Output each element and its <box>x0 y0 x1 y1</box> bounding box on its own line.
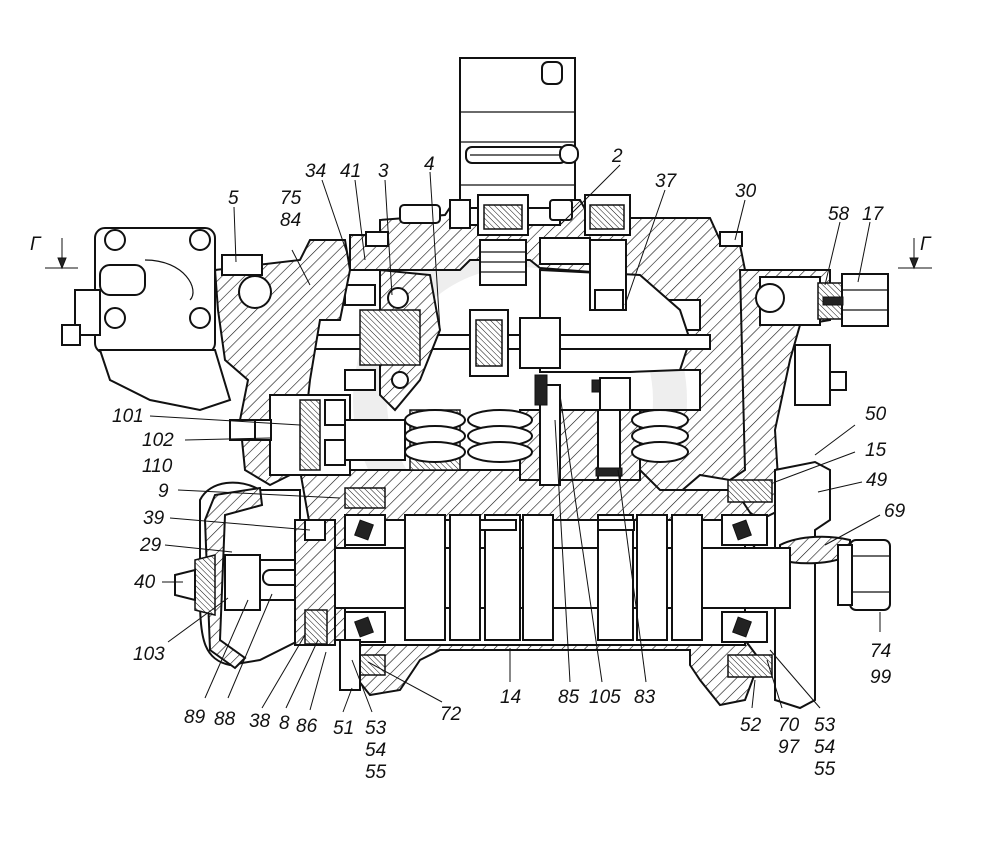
callout-3: 3 <box>378 161 389 182</box>
callout-83: 83 <box>634 687 656 708</box>
callout-86: 86 <box>296 716 318 737</box>
callout-2: 2 <box>611 146 623 167</box>
callout-50: 50 <box>865 404 887 425</box>
callout-17: 17 <box>862 204 885 225</box>
callout-14: 14 <box>500 687 521 708</box>
callout-58: 58 <box>828 204 850 225</box>
spring-2 <box>467 409 533 463</box>
section-marker-left: Г <box>30 234 78 270</box>
left-cover <box>61 227 263 412</box>
callout-15: 15 <box>865 440 887 461</box>
callout-53-54-55-right: 53 54 55 <box>814 715 840 780</box>
section-label-right: Г <box>920 234 932 255</box>
callout-4: 4 <box>424 154 435 175</box>
callout-51: 51 <box>333 718 354 739</box>
callout-30: 30 <box>735 181 757 202</box>
lower-housing <box>298 458 791 707</box>
callout-89: 89 <box>184 707 206 728</box>
left-bearing <box>344 514 386 643</box>
callout-34: 34 <box>305 161 326 182</box>
callout-103: 103 <box>133 644 165 665</box>
leader-lines <box>149 164 881 713</box>
callout-5: 5 <box>228 188 239 209</box>
callout-8: 8 <box>279 713 290 734</box>
callout-85: 85 <box>558 687 580 708</box>
callout-37: 37 <box>655 171 678 192</box>
callout-53-54-55-left: 53 54 55 <box>365 718 391 783</box>
governor-housing <box>213 239 406 487</box>
solenoid <box>459 57 579 209</box>
plunger-section <box>365 194 743 486</box>
callout-52: 52 <box>740 715 762 736</box>
callout-75-84: 75 84 <box>280 188 306 231</box>
pump-drawing: Г Г <box>30 57 932 710</box>
callout-102: 102 <box>142 430 174 451</box>
callout-40: 40 <box>134 572 156 593</box>
callout-72: 72 <box>440 704 462 725</box>
coupling-flange <box>774 460 891 710</box>
drive-hub <box>174 481 361 691</box>
callout-88: 88 <box>214 709 236 730</box>
callout-105: 105 <box>589 687 621 708</box>
section-label-left: Г <box>30 234 42 255</box>
spring-1 <box>404 409 466 463</box>
callout-29: 29 <box>139 535 162 556</box>
callout-110: 110 <box>142 456 173 477</box>
callout-70-97: 70 97 <box>778 715 804 758</box>
callout-labels: 2 37 30 58 17 34 41 3 4 5 75 84 101 102 … <box>112 146 906 783</box>
callout-69: 69 <box>884 501 906 522</box>
callout-49: 49 <box>866 470 888 491</box>
callout-9: 9 <box>158 481 169 502</box>
section-marker-right: Г <box>898 234 932 270</box>
callout-74-99: 74 99 <box>870 641 896 688</box>
spring-3 <box>631 409 689 463</box>
right-end-housing <box>728 269 889 522</box>
callout-41: 41 <box>340 161 361 182</box>
right-bearing <box>721 514 768 643</box>
callout-38: 38 <box>249 711 271 732</box>
callout-101: 101 <box>112 406 144 427</box>
callout-39: 39 <box>143 508 165 529</box>
